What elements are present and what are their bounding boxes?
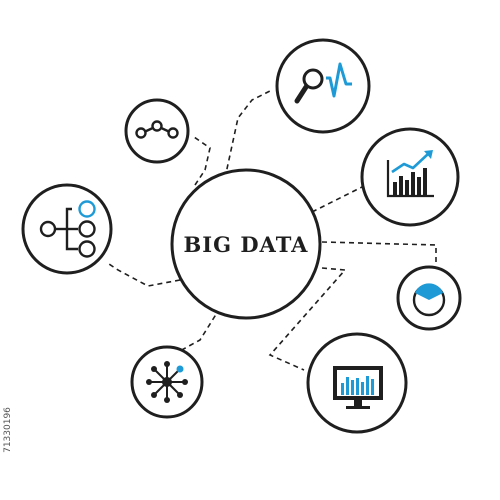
network-hub-icon xyxy=(146,361,188,403)
connector-hierarchy-node xyxy=(105,261,181,287)
hierarchy-icon xyxy=(39,200,96,258)
connector-dots-node xyxy=(193,136,211,186)
bar-chart-node xyxy=(360,127,460,227)
stock-id-watermark: 71330196 xyxy=(3,390,13,470)
bar-chart-growth-icon xyxy=(386,150,434,198)
search-node xyxy=(275,38,371,134)
center-node: BIG DATA xyxy=(170,168,322,320)
pie-chart-icon xyxy=(412,283,446,317)
stock-id-text: 71330196 xyxy=(3,407,13,453)
connector-hub-node xyxy=(177,307,221,353)
dots-line-icon xyxy=(135,120,179,139)
connector-search-node xyxy=(224,89,273,179)
monitor-node xyxy=(306,332,408,434)
hierarchy-node xyxy=(21,183,113,275)
connector-monitor-node xyxy=(268,267,347,371)
pie-chart-node xyxy=(396,265,462,331)
dots-node xyxy=(124,98,190,164)
connector-bar-node xyxy=(311,186,363,213)
monitor-chart-icon xyxy=(333,366,383,409)
connector-pie-node xyxy=(321,241,437,266)
search-chart-icon xyxy=(294,62,352,104)
network-hub-node xyxy=(130,345,204,419)
connectors xyxy=(105,89,437,371)
center-label: BIG DATA xyxy=(184,232,309,257)
